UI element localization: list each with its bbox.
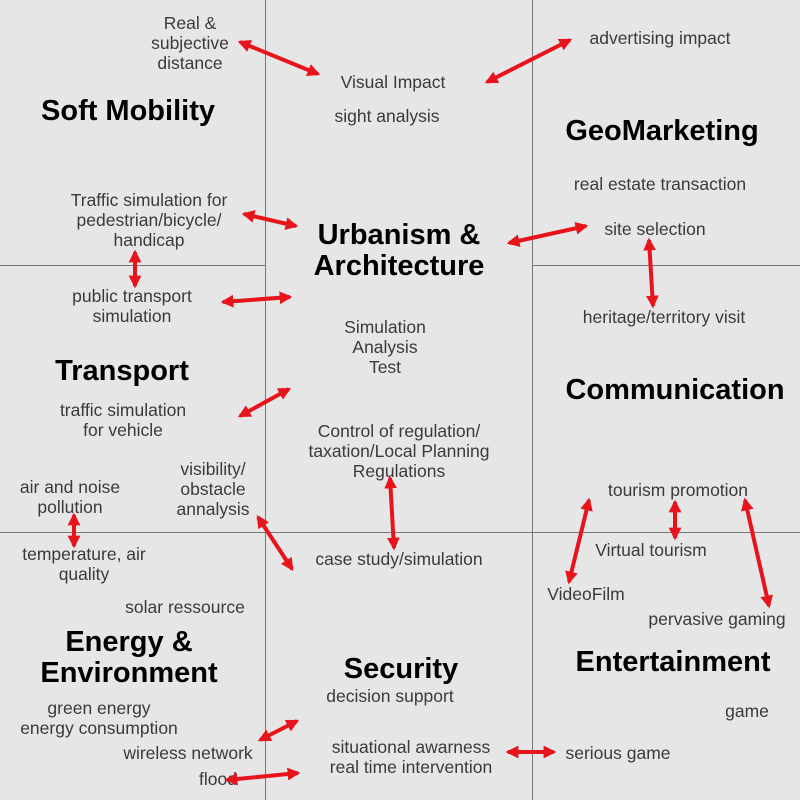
label-game: game [725, 701, 769, 721]
label-visual-impact: Visual Impact [340, 72, 446, 92]
label-temperature-air-quality: temperature, air quality [22, 544, 146, 584]
label-pervasive-gaming: pervasive gaming [648, 609, 786, 629]
grid-line-vertical-left [265, 0, 266, 800]
grid-line-horizontal-top-left [0, 265, 266, 266]
label-advertising-impact: advertising impact [589, 28, 731, 48]
grid-line-horizontal-top-right [533, 265, 800, 266]
label-sight-analysis: sight analysis [334, 106, 440, 126]
label-real-subjective-distance: Real & subjective distance [151, 13, 229, 73]
heading-communication: Communication [565, 374, 785, 406]
heading-geomarketing: GeoMarketing [565, 115, 759, 147]
grid-line-vertical-right [532, 0, 533, 800]
label-green-energy-consumption: green energy energy consumption [20, 698, 178, 738]
label-public-transport-simulation: public transport simulation [72, 286, 192, 326]
heading-entertainment: Entertainment [575, 646, 771, 678]
label-air-noise-pollution: air and noise pollution [19, 477, 121, 517]
label-real-estate-transaction: real estate transaction [573, 174, 747, 194]
label-traffic-simulation-vehicle: traffic simulation for vehicle [59, 400, 187, 440]
cell-urbanism [266, 266, 533, 533]
label-wireless-network: wireless network [123, 743, 253, 763]
label-case-study-simulation: case study/simulation [315, 549, 483, 569]
label-serious-game: serious game [565, 743, 671, 763]
label-tourism-promotion: tourism promotion [607, 480, 749, 500]
label-situational-awareness: situational awarness real time intervent… [329, 737, 493, 777]
label-traffic-simulation-pedestrian: Traffic simulation for pedestrian/bicycl… [70, 190, 228, 250]
label-site-selection: site selection [604, 219, 706, 239]
label-simulation-analysis-test: Simulation Analysis Test [344, 317, 426, 377]
label-heritage-territory-visit: heritage/territory visit [582, 307, 746, 327]
heading-soft-mobility: Soft Mobility [41, 95, 215, 127]
label-solar-ressource: solar ressource [125, 597, 245, 617]
label-videofilm: VideoFilm [547, 584, 625, 604]
label-visibility-obstacle-analysis: visibility/ obstacle annalysis [176, 459, 250, 519]
grid-line-horizontal-bottom [0, 532, 800, 533]
label-flood: flood [199, 769, 237, 789]
label-decision-support: decision support [326, 686, 454, 706]
heading-energy-environment: Energy & Environment [40, 626, 218, 689]
heading-transport: Transport [55, 355, 189, 387]
heading-security: Security [343, 653, 459, 685]
label-virtual-tourism: Virtual tourism [595, 540, 707, 560]
label-control-of-regulation: Control of regulation/ taxation/Local Pl… [308, 421, 490, 481]
heading-urbanism-architecture: Urbanism & Architecture [313, 219, 485, 282]
